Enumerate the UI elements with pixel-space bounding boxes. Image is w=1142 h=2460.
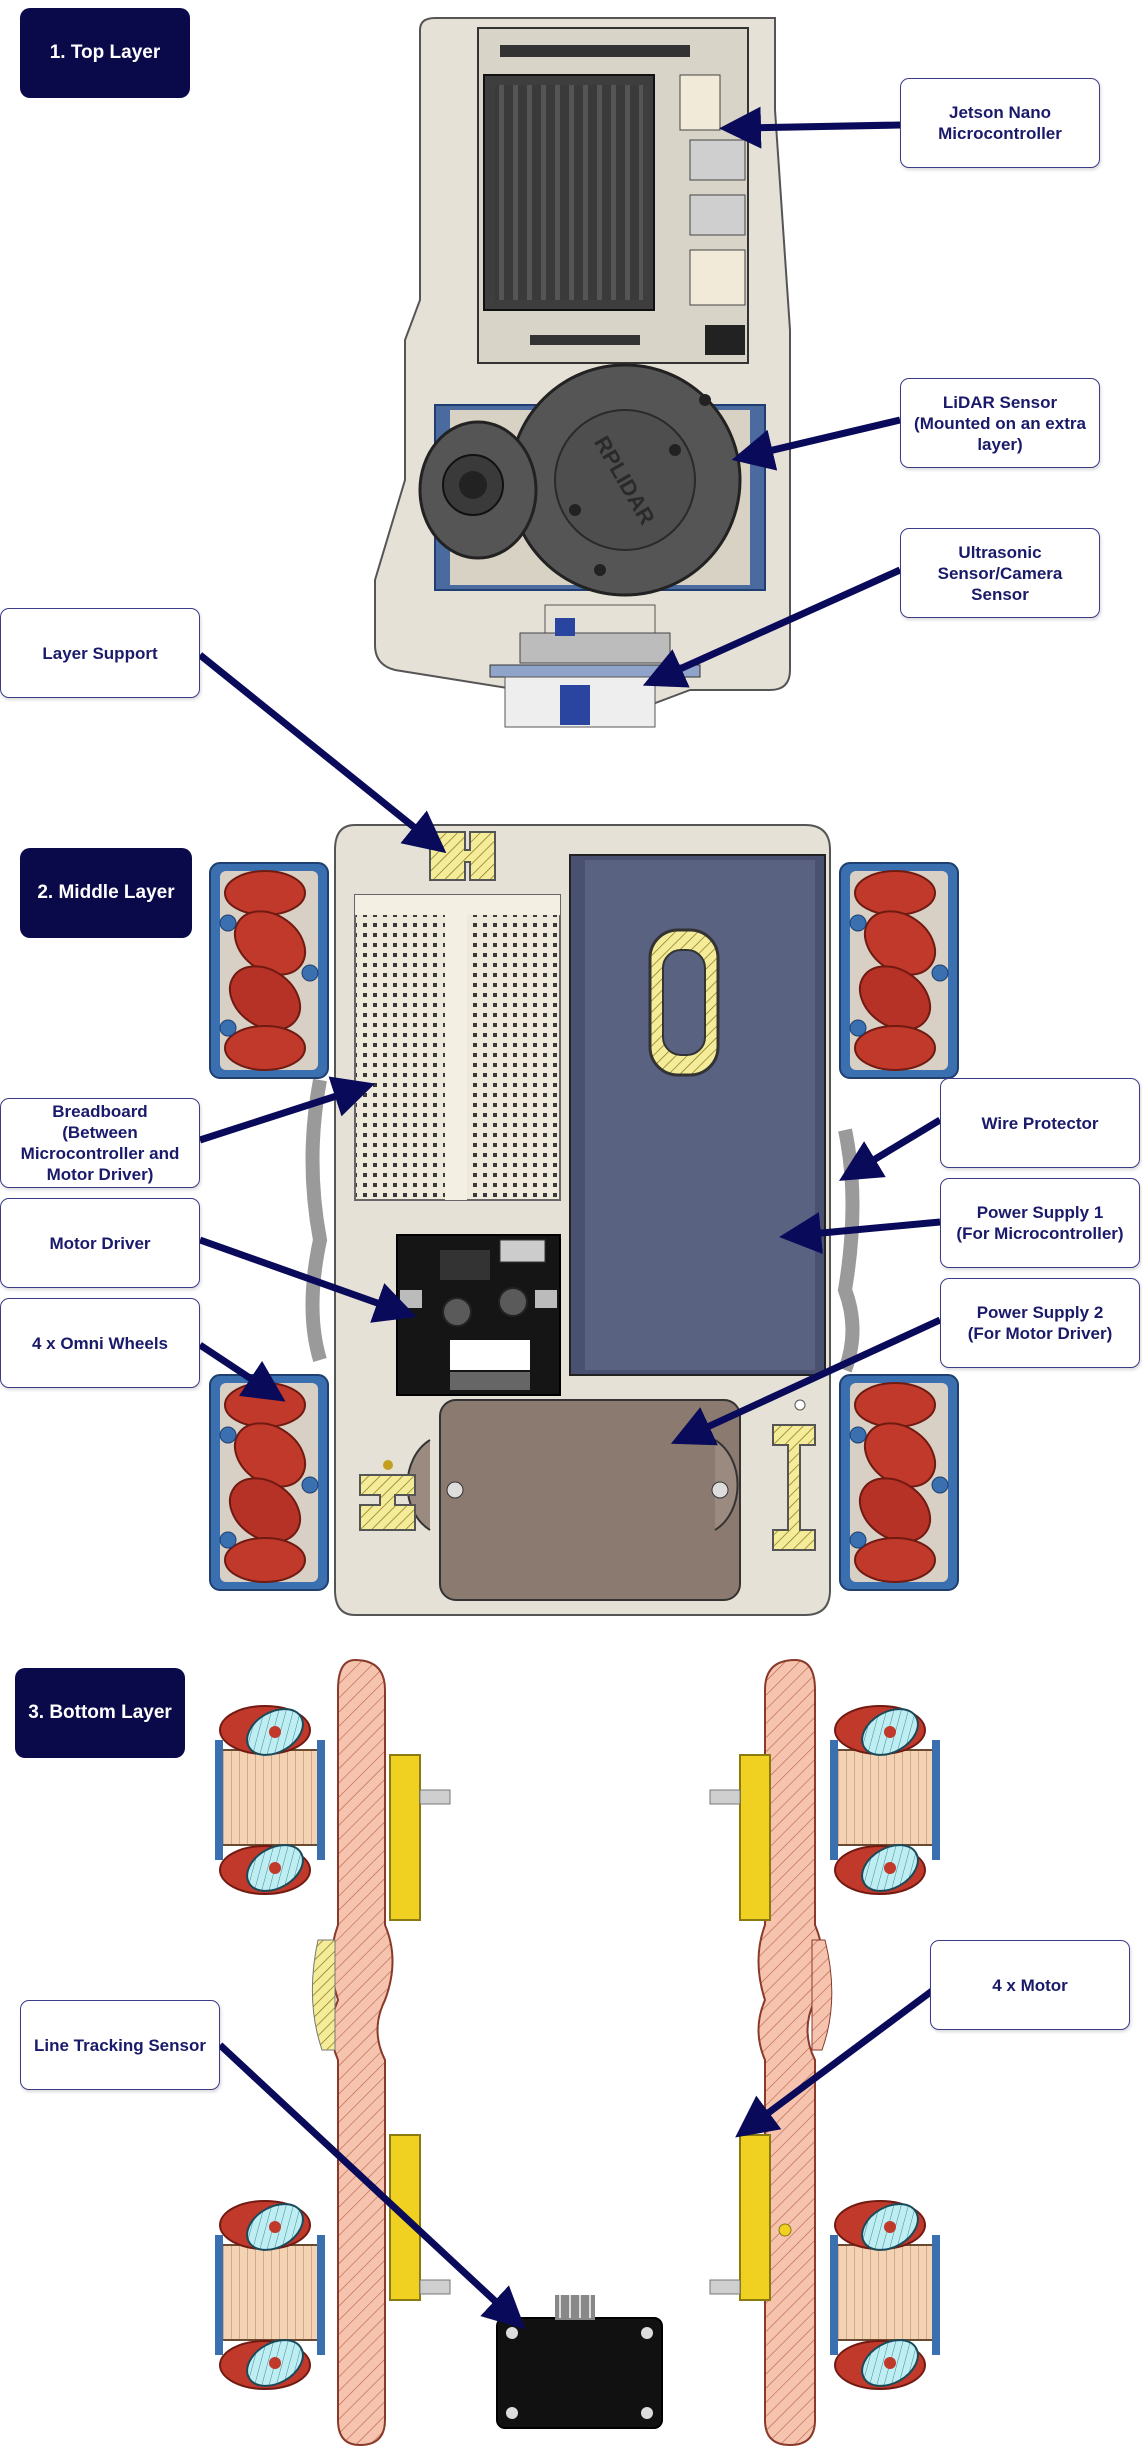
motor-label: 4 x Motor [930,1940,1130,2030]
ultrasonic-sensor-label: Ultrasonic Sensor/Camera Sensor [900,528,1100,618]
arrow-power-supply-1 [779,1212,941,1254]
arrow-line-tracking [217,2042,526,2330]
middle-layer-header: 2. Middle Layer [20,848,192,938]
power-supply-2-label: Power Supply 2 (For Motor Driver) [940,1278,1140,1368]
omni-wheel-rear-left [209,1374,329,1591]
section-wheel-bottom-left [214,2193,326,2397]
wire-protector-label: Wire Protector [940,1078,1140,1168]
bottom-layer-artwork [214,1658,941,2447]
power-supply-1-label: Power Supply 1 (For Microcontroller) [940,1178,1140,1268]
motor-bottom-right [739,2134,771,2301]
breadboard-label: Breadboard (Between Microcontroller and … [0,1098,200,1188]
arrow-breadboard [198,1076,375,1144]
chassis-left [330,1658,394,2447]
omni-wheel-rear-right [839,1374,959,1591]
arrow-power-supply-2 [670,1316,942,1446]
omni-wheels-label: 4 x Omni Wheels [0,1298,200,1388]
arrow-wire-protector [839,1117,942,1181]
motor-driver-label: Motor Driver [0,1198,200,1288]
omni-wheel-front-left [209,862,329,1079]
line-tracking-sensor-label: Line Tracking Sensor [20,2000,220,2090]
arrow-lidar [731,416,901,471]
ultrasonic-sensor [519,632,671,664]
middle-layer-artwork [209,824,959,1616]
top-layer-artwork: RPLIDAR [374,17,791,728]
layer-support-label: Layer Support [0,608,200,698]
jetson-nano-label: Jetson Nano Microcontroller [900,78,1100,168]
section-wheel-top-right [829,1698,941,1902]
power-supply-2 [439,1399,741,1601]
motor-top-left [389,1754,421,1921]
arrow-motor-driver [198,1236,417,1323]
section-wheel-bottom-right [829,2193,941,2397]
bottom-layer-header: 3. Bottom Layer [15,1668,185,1758]
motor-top-right [739,1754,771,1921]
top-layer-header: 1. Top Layer [20,8,190,98]
arrow-ultrasonic [642,566,902,688]
arrow-layer-support [197,652,447,854]
arrow-motor [735,1982,943,2138]
layer-support-top [429,831,496,881]
lidar-sensor-label: LiDAR Sensor (Mounted on an extra layer) [900,378,1100,468]
section-wheel-top-left [214,1698,326,1902]
arrow-omni-wheels [198,1342,286,1402]
omni-wheel-front-right [839,862,959,1079]
arrow-jetson [719,106,901,149]
line-tracking-sensor [496,2317,663,2429]
callout-arrows [197,106,943,2330]
